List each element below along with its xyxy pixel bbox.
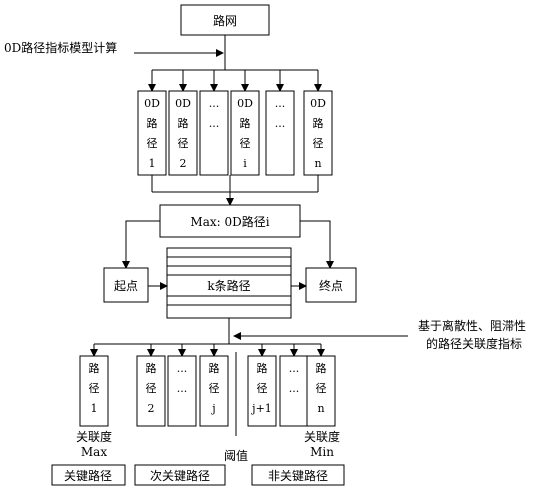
od-path-column: 0D 路径 1: [137, 90, 167, 176]
max-label: Max: [81, 445, 107, 459]
ranked-path-column-text: 径: [316, 382, 327, 395]
ranked-path-column: 路径 j+1: [247, 355, 277, 427]
od-path-column-text: 径: [240, 137, 251, 150]
ranked-path-column: 路径j: [199, 355, 229, 427]
ranked-path-column-text: 路: [316, 362, 327, 375]
ranked-path-column-text: ...: [289, 382, 300, 395]
max-path-label: Max: 0D路径i: [190, 214, 269, 229]
non-key-path-label: 非关键路径: [268, 468, 328, 483]
key-path-box: 关键路径: [51, 464, 126, 486]
to-start-arrow: [122, 220, 160, 269]
od-path-column-text: n: [314, 157, 321, 170]
ranked-path-column-text: ...: [177, 382, 188, 395]
end-point-label: 终点: [319, 278, 343, 293]
od-path-column-text: ...: [275, 117, 286, 130]
od-path-column: 0D 路径 2: [168, 90, 198, 176]
od-path-column-text: 0D: [144, 97, 160, 110]
ranked-path-column: ......: [167, 355, 197, 427]
end-point-node: 终点: [305, 267, 357, 303]
od-path-column-text: ...: [209, 97, 220, 110]
relevance-min-label: 关联度: [304, 429, 340, 444]
sub-key-path-label: 次关键路径: [150, 468, 210, 483]
od-path-column-text: 0D: [310, 97, 326, 110]
ranked-path-column-text: n: [317, 402, 324, 415]
start-point-label: 起点: [114, 279, 138, 293]
ranked-path-column-text: 径: [209, 382, 220, 395]
ranked-path-column-text: 径: [89, 382, 100, 395]
model-calc-label: 0D路径指标模型计算: [4, 40, 117, 55]
ranked-path-column-text: 路: [209, 362, 220, 375]
od-path-column: 0D 路径i: [230, 90, 260, 176]
ranked-path-column-text: 路: [257, 362, 268, 375]
start-point-node: 起点: [103, 267, 149, 303]
threshold-label: 阈值: [224, 448, 248, 463]
od-path-column-text: i: [243, 157, 247, 170]
ranked-path-column-text: 1: [91, 402, 98, 415]
od-path-column-text: 径: [313, 137, 324, 150]
ranked-path-column-text: 路: [89, 362, 100, 375]
od-path-column-text: 路: [313, 117, 324, 130]
sub-key-path-box: 次关键路径: [134, 464, 226, 486]
od-path-column-text: 2: [180, 157, 187, 170]
ranked-path-column-text: 径: [257, 382, 268, 395]
ranked-path-column: 路径n: [306, 355, 336, 427]
k-paths-label: k条路径: [207, 278, 250, 293]
ranked-path-column-text: j: [210, 402, 215, 415]
od-path-column-text: 0D: [237, 97, 253, 110]
road-network-label: 路网: [213, 13, 237, 28]
ranked-path-column-text: ...: [289, 362, 300, 375]
min-label: Min: [310, 445, 334, 459]
od-path-column-text: 1: [149, 157, 156, 170]
relevance-max-label: 关联度: [76, 429, 112, 444]
index-label-line1: 基于离散性、阻滞性: [418, 318, 526, 333]
non-key-path-box: 非关键路径: [251, 464, 345, 486]
ranked-path-column: 路径 1: [79, 355, 109, 427]
od-path-column: ......: [265, 90, 295, 176]
od-path-column-text: 路: [147, 117, 158, 130]
od-path-column: ......: [199, 90, 229, 176]
ranked-path-column-text: j+1: [250, 402, 272, 415]
od-path-column-text: 径: [147, 137, 158, 150]
od-path-column-text: ...: [275, 97, 286, 110]
ranked-path-column-text: ...: [177, 362, 188, 375]
k-paths-node: k条路径: [166, 247, 292, 319]
od-path-column: 0D 路径n: [303, 90, 333, 176]
ranked-path-column: ......: [279, 355, 309, 427]
ranked-path-column: 路径 2: [136, 355, 166, 427]
max-path-node: Max: 0D路径i: [159, 204, 301, 238]
od-path-column-text: 路: [240, 117, 251, 130]
ranked-path-column-text: 路: [146, 362, 157, 375]
od-path-column-text: 路: [178, 117, 189, 130]
od-path-column-text: 径: [178, 137, 189, 150]
to-end-arrow: [300, 220, 334, 269]
od-path-column-text: ...: [209, 117, 220, 130]
ranked-path-column-text: 径: [146, 382, 157, 395]
road-network-node: 路网: [180, 4, 270, 36]
ranked-path-column-text: 2: [148, 402, 155, 415]
index-label-line2: 的路径关联度指标: [426, 336, 522, 351]
key-path-label: 关键路径: [64, 468, 112, 483]
od-path-column-text: 0D: [175, 97, 191, 110]
